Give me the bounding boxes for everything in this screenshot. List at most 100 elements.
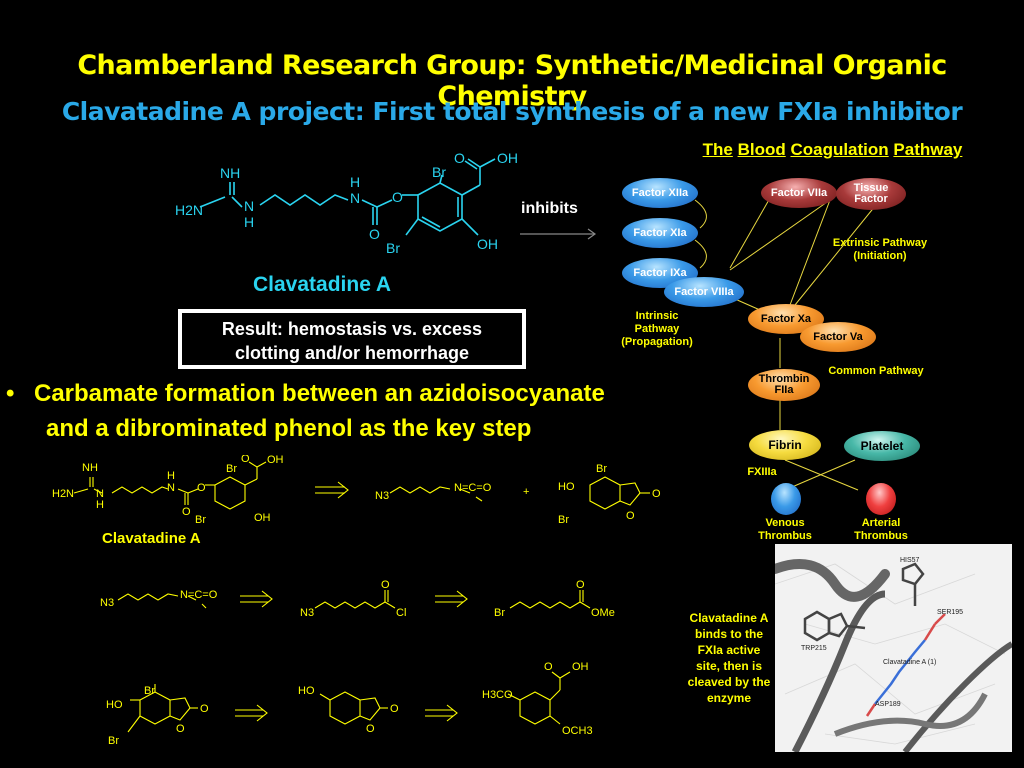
r1-atom-n2: N bbox=[167, 482, 175, 494]
label-clavatadine: Clavatadine A (1) bbox=[883, 659, 936, 666]
retro-clavatadine-label: Clavatadine A bbox=[102, 530, 201, 547]
bullet-dot: • bbox=[6, 380, 15, 407]
r2-br: Br bbox=[494, 607, 505, 619]
factor-viia-node: Factor VIIa bbox=[761, 178, 837, 208]
r3-ho: HO bbox=[106, 699, 123, 711]
r1-atom-br2: Br bbox=[195, 514, 206, 526]
fxiiia-label: FXIIIa bbox=[747, 466, 777, 478]
r1-phenol-o: O bbox=[626, 510, 635, 522]
factor-viiia-node: Factor VIIIa bbox=[664, 277, 744, 307]
protein-active-site-image: HIS57 SER195 TRP215 Clavatadine A (1) AS… bbox=[775, 544, 1012, 752]
retro-row3: Br HO Br O O HO O O H3CO O OH OCH3 bbox=[106, 661, 593, 747]
extrinsic-label: Extrinsic Pathway (Initiation) bbox=[832, 237, 928, 262]
r3-o2b: O bbox=[366, 723, 375, 735]
atom-o3: O bbox=[454, 150, 465, 166]
page-title: Chamberland Research Group: Synthetic/Me… bbox=[77, 50, 947, 112]
retro-row2: N3 N=C=O N3 O Cl Br O OMe bbox=[100, 579, 615, 619]
pathway-title-word: Coagulation bbox=[790, 140, 889, 159]
r3-br2: Br bbox=[108, 735, 119, 747]
r1-isocyanate: N=C=O bbox=[454, 482, 492, 494]
factor-ixa-node: Factor IXa bbox=[622, 258, 698, 288]
r1-atom-h: H bbox=[96, 499, 104, 511]
pathway-arrows bbox=[694, 197, 881, 491]
r2-ome: OMe bbox=[591, 607, 615, 619]
page-subtitle: Clavatadine A project: First total synth… bbox=[61, 97, 963, 126]
label-trp215: TRP215 bbox=[801, 645, 827, 652]
atom-n2: N bbox=[350, 190, 360, 206]
r1-atom-h2: H bbox=[167, 470, 175, 482]
label-his57: HIS57 bbox=[900, 557, 920, 564]
arterial-thrombus-ball bbox=[866, 483, 896, 515]
r1-phenol-br2: Br bbox=[558, 514, 569, 526]
pathway-title: The Blood Coagulation Pathway bbox=[660, 140, 1005, 160]
fibrin-node: Fibrin bbox=[749, 430, 821, 460]
r2-o1: O bbox=[381, 579, 390, 591]
r3-oh: OH bbox=[572, 661, 589, 673]
r3-o2: O bbox=[390, 703, 399, 715]
r3-o1b: O bbox=[176, 723, 185, 735]
retro-row1: NH H2N N H H N O O Br Br O OH OH N3 N=C=… bbox=[52, 455, 661, 526]
r2-n3a: N3 bbox=[100, 597, 114, 609]
atom-h2: H bbox=[350, 174, 360, 190]
result-box: Result: hemostasis vs. excess clotting a… bbox=[178, 309, 526, 369]
r3-ho2: HO bbox=[298, 685, 315, 697]
r2-n3b: N3 bbox=[300, 607, 314, 619]
r3-br: Br bbox=[144, 685, 155, 697]
r1-atom-br: Br bbox=[226, 463, 237, 475]
atom-h1: H bbox=[244, 214, 254, 230]
r2-cl: Cl bbox=[396, 607, 406, 619]
r1-phenol-br: Br bbox=[596, 463, 607, 475]
atom-oh2: OH bbox=[477, 236, 498, 252]
atom-n1: N bbox=[244, 198, 254, 214]
r3-och3: OCH3 bbox=[562, 725, 593, 737]
r1-atom-h2n: H2N bbox=[52, 488, 74, 500]
r1-atom-oh2: OH bbox=[254, 512, 271, 524]
atom-o2: O bbox=[392, 189, 403, 205]
r3-h3co: H3CO bbox=[482, 689, 513, 701]
r2-nco: N=C=O bbox=[180, 589, 218, 601]
r1-atom-nh: NH bbox=[82, 462, 98, 474]
factor-xiia-node: Factor XIIa bbox=[622, 178, 698, 208]
bullet-line1: Carbamate formation between an azidoisoc… bbox=[34, 380, 605, 407]
atom-br2: Br bbox=[386, 240, 400, 256]
factor-va-node: Factor Va bbox=[800, 322, 876, 352]
platelet-node: Platelet bbox=[844, 431, 920, 461]
pathway-title-word: The bbox=[702, 140, 733, 159]
intrinsic-label: Intrinsic Pathway (Propagation) bbox=[621, 310, 693, 348]
protein-render: HIS57 SER195 TRP215 Clavatadine A (1) AS… bbox=[775, 557, 1012, 752]
pathway-title-word: Blood bbox=[737, 140, 786, 159]
r1-atom-o3: O bbox=[241, 455, 250, 465]
clavatadine-a-structure: NH H2N N H H N O O Br Br O OH OH bbox=[175, 150, 518, 256]
venous-label: Venous Thrombus bbox=[758, 517, 812, 542]
r1-phenol-ho: HO bbox=[558, 481, 575, 493]
venous-thrombus-ball bbox=[771, 483, 801, 515]
r1-plus: + bbox=[523, 486, 529, 498]
binding-note: Clavatadine A binds to the FXIa active s… bbox=[687, 611, 771, 705]
r3-o3: O bbox=[544, 661, 553, 673]
atom-h2n: H2N bbox=[175, 202, 203, 218]
r1-atom-oh: OH bbox=[267, 455, 284, 466]
atom-br1: Br bbox=[432, 164, 446, 180]
r1-atom-o2: O bbox=[197, 482, 206, 494]
tissue-factor-node: Tissue Factor bbox=[836, 178, 906, 210]
r2-o2: O bbox=[576, 579, 585, 591]
arterial-label: Arterial Thrombus bbox=[854, 517, 908, 542]
clavatadine-a-label: Clavatadine A bbox=[253, 273, 392, 296]
thrombin-node: Thrombin FIIa bbox=[748, 369, 820, 401]
result-line1: Result: hemostasis vs. excess bbox=[221, 319, 483, 339]
atom-o1: O bbox=[369, 226, 380, 242]
result-line2: clotting and/or hemorrhage bbox=[234, 343, 470, 363]
atom-nh: NH bbox=[220, 165, 240, 181]
inhibits-arrow bbox=[520, 228, 597, 240]
bullet-line2: and a dibrominated phenol as the key ste… bbox=[46, 415, 532, 442]
label-ser195: SER195 bbox=[937, 609, 963, 616]
r1-atom-o: O bbox=[182, 506, 191, 518]
r1-phenol-o2: O bbox=[652, 488, 661, 500]
r1-atom-n: N bbox=[96, 488, 104, 500]
inhibits-label: inhibits bbox=[521, 200, 578, 217]
r1-azide: N3 bbox=[375, 490, 389, 502]
factor-xia-node: Factor XIa bbox=[622, 218, 698, 248]
key-step-bullet: • Carbamate formation between an azidoiso… bbox=[6, 376, 605, 446]
pathway-title-word: Pathway bbox=[893, 140, 963, 159]
atom-oh1: OH bbox=[497, 150, 518, 166]
